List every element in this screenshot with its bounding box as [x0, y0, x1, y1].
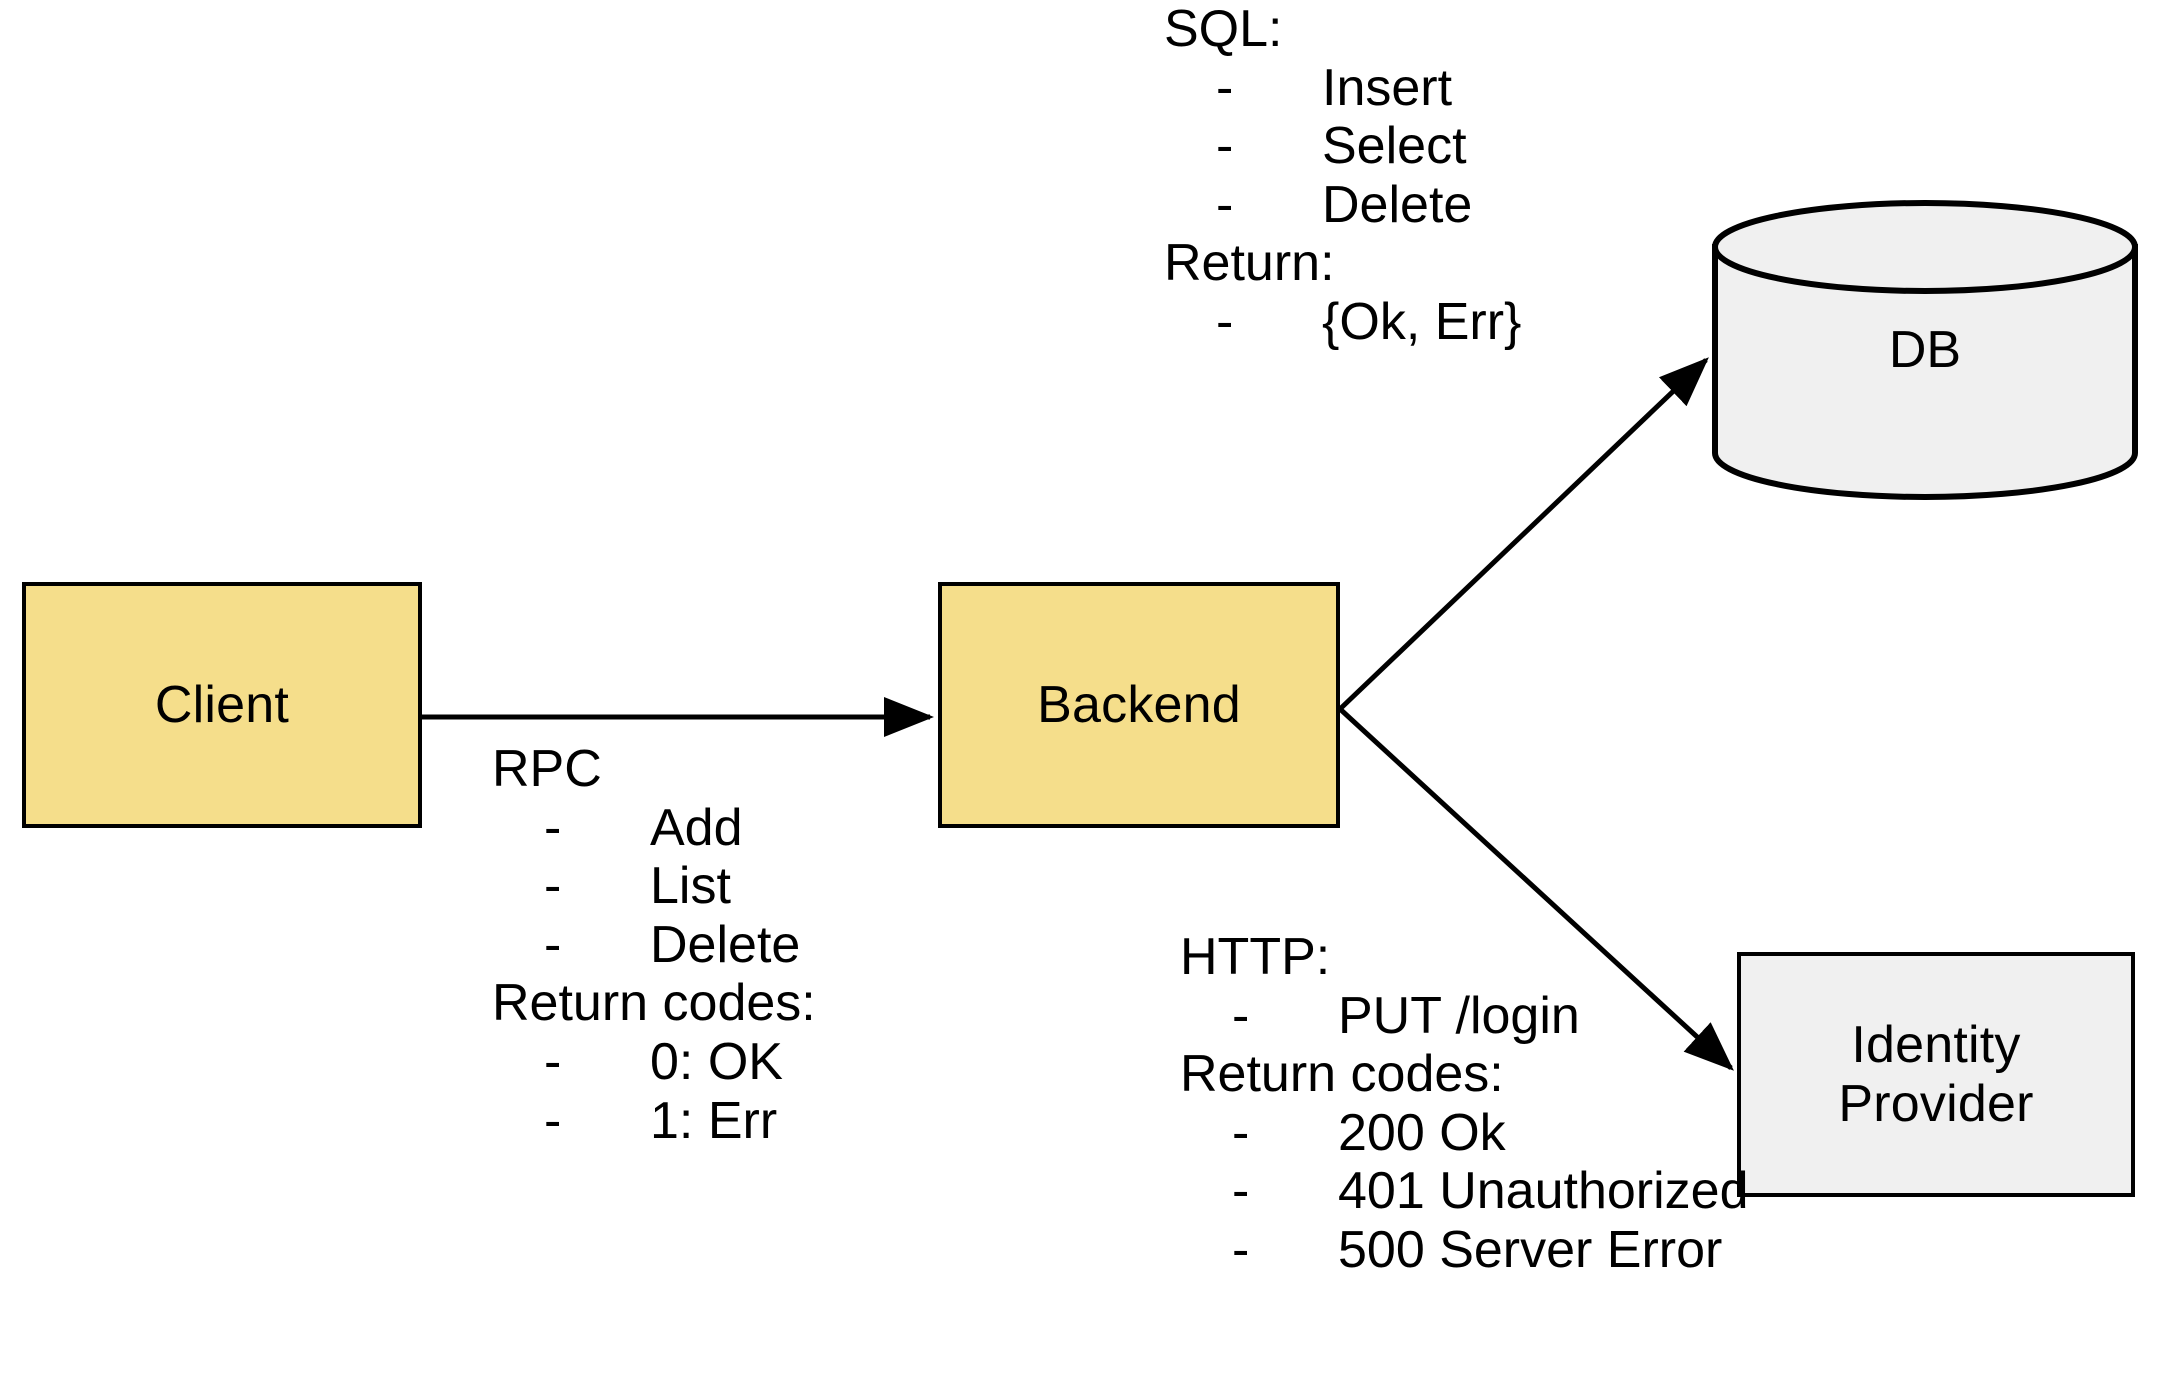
- annotation-rpc-item: - List: [492, 859, 816, 914]
- annotation-http-return-item-label: 500 Server Error: [1338, 1220, 1723, 1279]
- annotation-rpc-return-item: - 0: OK: [492, 1035, 816, 1090]
- node-backend[interactable]: Backend: [938, 582, 1340, 828]
- bullet-dash-icon: -: [1216, 58, 1234, 117]
- node-idp-label-wrap: Identity Provider: [1838, 1016, 2033, 1132]
- bullet-dash-icon: -: [544, 1032, 562, 1091]
- annotation-sql-item-label: Insert: [1322, 58, 1453, 117]
- bullet-dash-icon: -: [1232, 1162, 1250, 1221]
- annotation-rpc-item-label: Delete: [650, 915, 801, 974]
- annotation-sql-heading: SQL:: [1164, 0, 1283, 58]
- node-db[interactable]: DB: [1712, 200, 2138, 500]
- bullet-dash-icon: -: [1232, 1220, 1250, 1279]
- bullet-dash-icon: -: [1216, 292, 1234, 351]
- annotation-rpc-item: - Delete: [492, 918, 816, 973]
- annotation-rpc-return-item-label: 1: Err: [650, 1091, 778, 1150]
- annotation-sql-item: - Delete: [1164, 178, 1521, 233]
- bullet-dash-icon: -: [544, 798, 562, 857]
- annotation-http-return-item: - 401 Unauthorized: [1180, 1164, 1749, 1219]
- bullet-dash-icon: -: [544, 857, 562, 916]
- node-idp-label-line1: Identity: [1851, 1016, 2021, 1075]
- annotation-http-return-heading: Return codes:: [1180, 1045, 1504, 1104]
- annotation-sql-return-item: - {Ok, Err}: [1164, 295, 1521, 350]
- bullet-dash-icon: -: [1232, 986, 1250, 1045]
- node-client-label: Client: [154, 675, 290, 734]
- database-cylinder-icon: [1712, 200, 2138, 500]
- node-idp-label-line2: Provider: [1838, 1074, 2034, 1133]
- annotation-rpc-return-heading: Return codes:: [492, 974, 816, 1033]
- annotation-rpc-return-item-label: 0: OK: [650, 1032, 783, 1091]
- node-client[interactable]: Client: [22, 582, 422, 828]
- annotation-http-return-item: - 200 Ok: [1180, 1106, 1749, 1161]
- annotation-sql-return-heading: Return:: [1164, 234, 1335, 293]
- annotation-http-return-item-label: 200 Ok: [1338, 1103, 1506, 1162]
- annotation-http-item: - PUT /login: [1180, 986, 1749, 1045]
- annotation-sql: SQL: - Insert - Select - Delete Return: …: [1164, 2, 1521, 354]
- annotation-rpc-item-label: Add: [650, 798, 743, 857]
- annotation-sql-item-label: Select: [1322, 117, 1467, 176]
- annotation-http-return-item: - 500 Server Error: [1180, 1223, 1749, 1278]
- annotation-sql-item: - Insert: [1164, 58, 1521, 117]
- annotation-sql-return-item-label: {Ok, Err}: [1322, 292, 1522, 351]
- node-backend-label: Backend: [1037, 675, 1241, 734]
- annotation-rpc-item-label: List: [650, 857, 731, 916]
- annotation-rpc-return-item: - 1: Err: [492, 1091, 816, 1150]
- annotation-rpc: RPC - Add - List - Delete Return codes: …: [492, 742, 816, 1152]
- annotation-http-heading: HTTP:: [1180, 928, 1331, 986]
- bullet-dash-icon: -: [1216, 117, 1234, 176]
- annotation-sql-item-label: Delete: [1322, 175, 1473, 234]
- bullet-dash-icon: -: [1216, 175, 1234, 234]
- edge-backend-to-db: [1338, 357, 1709, 711]
- annotation-sql-item: - Select: [1164, 119, 1521, 174]
- annotation-http: HTTP: - PUT /login Return codes: - 200 O…: [1180, 930, 1749, 1282]
- annotation-http-return-item-label: 401 Unauthorized: [1338, 1162, 1749, 1221]
- bullet-dash-icon: -: [1232, 1103, 1250, 1162]
- node-db-label: DB: [1888, 321, 1962, 379]
- annotation-rpc-item: - Add: [492, 798, 816, 857]
- bullet-dash-icon: -: [544, 915, 562, 974]
- bullet-dash-icon: -: [544, 1091, 562, 1150]
- annotation-rpc-heading: RPC: [492, 740, 602, 798]
- node-identity-provider[interactable]: Identity Provider: [1737, 952, 2135, 1197]
- annotation-http-item-label: PUT /login: [1338, 986, 1580, 1045]
